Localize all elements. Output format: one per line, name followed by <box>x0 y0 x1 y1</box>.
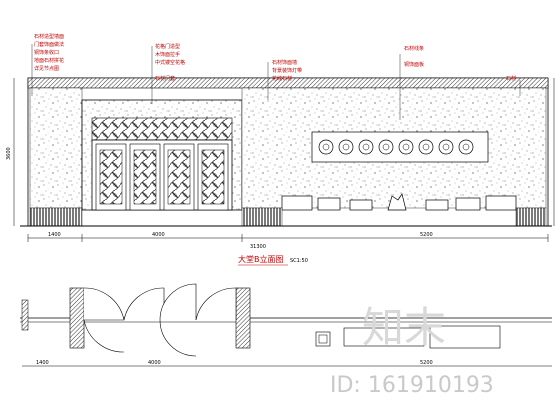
base-skirting-right <box>515 207 547 227</box>
door-swing <box>83 287 125 321</box>
annotation-wall-1: 石材饰面墙 <box>272 59 297 66</box>
dim-height: 3600 <box>6 147 12 160</box>
drawing-scale: SC1:50 <box>290 258 308 264</box>
annotation-door-2: 木饰面拉手 <box>155 51 180 58</box>
door-leaf-4-lattice <box>201 149 225 205</box>
annotation-door-4: 石材门套 <box>155 75 175 82</box>
sofa <box>455 197 481 211</box>
sculpture <box>387 193 407 211</box>
dim-door: 4000 <box>152 232 165 238</box>
medallion <box>378 139 394 155</box>
base-skirting-mid <box>241 207 283 227</box>
dim-total: 31300 <box>250 244 266 250</box>
sofa <box>317 197 341 211</box>
watermark-id: ID: 161910193 <box>330 373 494 398</box>
plan-dim-door: 4000 <box>148 360 161 366</box>
dim-right: 5200 <box>420 232 433 238</box>
door-leaf-3-lattice <box>167 149 191 205</box>
annotation-right-1: 石材线条 <box>404 45 424 52</box>
door-transom <box>91 117 233 141</box>
medallion <box>438 139 454 155</box>
watermark: 知末 ID: 161910193 <box>330 303 494 398</box>
base-skirting-left <box>29 207 83 227</box>
annotation-door-3: 中式镂空花格 <box>155 59 185 66</box>
plan-view: 1400 4000 5200 <box>20 283 552 367</box>
door-leaf-1-lattice <box>99 149 123 205</box>
medallion <box>418 139 434 155</box>
door-swing <box>195 287 237 321</box>
medallions <box>318 139 474 155</box>
plan-dim-left: 1400 <box>36 360 49 366</box>
annotation-door-1: 花格门造型 <box>155 43 180 50</box>
annotation-far-right: 石材 <box>506 75 516 82</box>
plan-wall-left <box>21 299 29 331</box>
plan-sofa <box>429 325 501 349</box>
plan-sofa <box>343 327 425 347</box>
watermark-brand: 知末 <box>362 303 446 352</box>
drawing-title: 大堂B立面图 <box>238 254 284 264</box>
stone-wall-left <box>29 87 83 209</box>
annotation-left-1: 石材造型墙面 <box>34 33 64 40</box>
plan-column <box>69 287 85 349</box>
dim-left: 1400 <box>48 232 61 238</box>
annotation-wall-2: 背景装饰灯带 <box>272 67 302 74</box>
annotation-left-3: 铜饰条收口 <box>34 49 59 56</box>
annotations: 石材造型墙面 门套饰面做法 铜饰条收口 地面石材拼花 详见节点图 花格门造型 木… <box>34 33 516 82</box>
plan-side-table <box>315 331 331 347</box>
medallion <box>338 139 354 155</box>
annotation-wall-3: 花纹石材 <box>272 75 292 82</box>
elevation-view: 3600 <box>6 77 555 227</box>
sofa <box>425 199 449 211</box>
plan-dim-right: 5200 <box>420 360 433 366</box>
door-leaf-2-lattice <box>133 149 157 205</box>
sofa <box>281 195 313 211</box>
door-swing <box>159 283 197 321</box>
annotation-left-2: 门套饰面做法 <box>34 41 64 48</box>
medallion <box>398 139 414 155</box>
annotation-left-5: 详见节点图 <box>34 65 59 72</box>
door-swing <box>123 287 165 321</box>
annotation-left-4: 地面石材拼花 <box>34 57 64 64</box>
medallion <box>318 139 334 155</box>
medallion <box>358 139 374 155</box>
furniture <box>281 193 517 211</box>
sofa <box>349 199 373 211</box>
annotation-right-2: 铜饰面板 <box>404 61 424 68</box>
dimension-row: 1400 4000 31300 5200 <box>27 232 549 250</box>
annotation-leaders <box>31 44 521 120</box>
plan-column <box>235 287 251 349</box>
sofa <box>485 195 517 211</box>
medallion <box>458 139 474 155</box>
